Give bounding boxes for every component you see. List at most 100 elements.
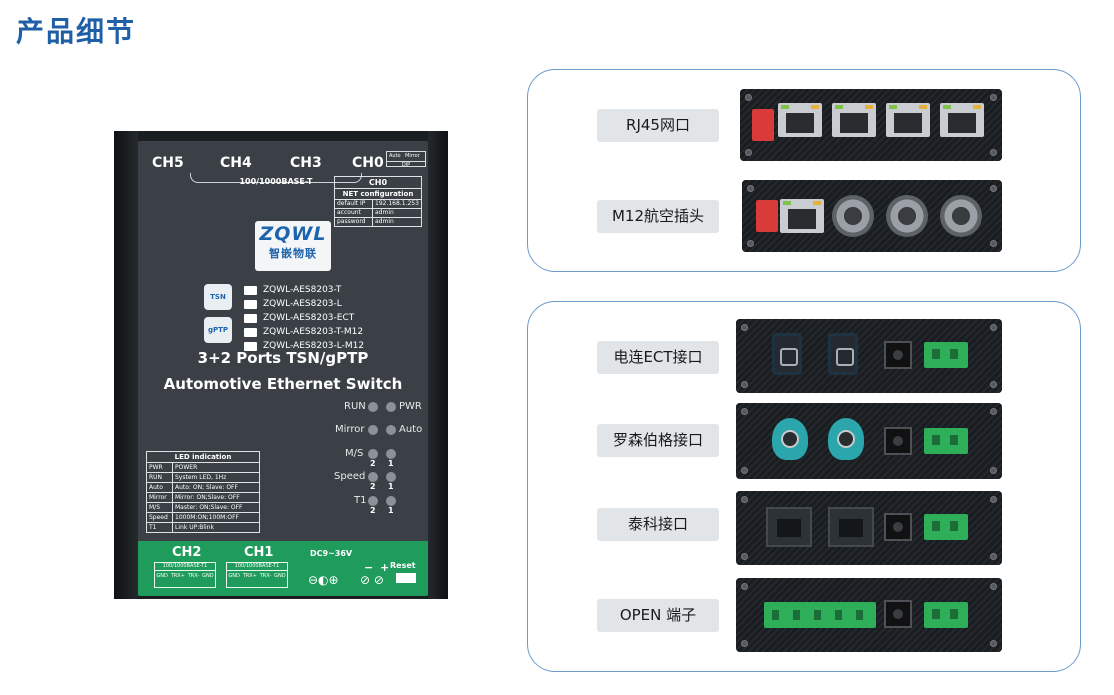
table-cell: Mirror: ON;Slave: OFF [175, 494, 240, 501]
dip-auto-label: Auto [389, 153, 401, 159]
model-name: ZQWL-AES8203-ECT [263, 313, 355, 323]
list-item: ZQWL-AES8203-T [244, 283, 364, 297]
label-rosenberger: 罗森伯格接口 [597, 424, 719, 457]
rj45-jack-icon [940, 103, 984, 137]
label-ect: 电连ECT接口 [597, 341, 719, 374]
led-label-auto: Auto [399, 424, 423, 435]
label-te: 泰科接口 [597, 508, 719, 541]
port-label-ch1: CH1 [244, 545, 274, 560]
fakra-connector-icon [828, 418, 864, 460]
pin-label: GND [274, 573, 286, 579]
table-cell: Auto [147, 483, 173, 492]
model-name: ZQWL-AES8203-L-M12 [263, 341, 365, 351]
led-ms1-icon [386, 449, 396, 459]
table-cell: default IP [335, 200, 373, 208]
table-cell: Link UP:Blink [175, 524, 214, 531]
screw-icon [990, 185, 997, 192]
ect-connector-icon [828, 333, 858, 375]
table-cell: account [335, 209, 373, 217]
te-connector-icon [828, 507, 874, 547]
screw-icon [741, 640, 748, 647]
table-cell: System LED, 1Hz [175, 474, 227, 481]
te-connector-icon [766, 507, 812, 547]
checkbox-icon [244, 327, 257, 337]
terminal-block-icon [924, 602, 968, 628]
screw-icon [741, 553, 748, 560]
list-item: ZQWL-AES8203-L [244, 297, 364, 311]
led-num-1: 1 [388, 482, 394, 491]
pin-label: TRX+ [170, 573, 185, 579]
screw-icon [741, 408, 748, 415]
model-list: ZQWL-AES8203-T ZQWL-AES8203-L ZQWL-AES82… [244, 283, 364, 353]
led-label-ms: M/S [345, 448, 364, 459]
table-cell: Master: ON;Slave: OFF [175, 504, 243, 511]
pin-label: TRX- [187, 573, 200, 579]
table-cell: POWER [175, 464, 198, 471]
table-cell: PWR [147, 463, 173, 472]
open-terminal-icon [764, 602, 876, 628]
panel-network-connectors: RJ45网口 M12航空插头 [527, 69, 1081, 272]
reset-label: Reset [390, 561, 416, 570]
dc-voltage-label: DC9~36V [310, 549, 353, 558]
terminal-block-icon [924, 342, 968, 368]
dip-switch-icon [752, 109, 774, 141]
screw-icon [990, 640, 997, 647]
screw-icon [990, 467, 997, 474]
pin-label: GND [228, 573, 240, 579]
screw-icon [741, 467, 748, 474]
screw-icon [741, 583, 748, 590]
t1-label: 100/1000BASE-T1 [155, 563, 215, 571]
table-cell: RUN [147, 473, 173, 482]
table-cell: 192.168.1.253 [375, 200, 419, 207]
rosenberger-port-photo [736, 403, 1002, 479]
dip-box: Auto Mirror DIP [386, 151, 426, 168]
device-photo: CH5 CH4 CH3 CH0 100/1000BASE-T Auto Mirr… [114, 131, 448, 599]
dc-jack-icon [884, 600, 912, 628]
page-title: 产品细节 [16, 15, 137, 48]
pin-label: GND [156, 573, 168, 579]
screw-icon [990, 94, 997, 101]
dc-jack-icon [884, 341, 912, 369]
ect-connector-icon [772, 333, 802, 375]
plus-label: + [380, 561, 390, 574]
model-name: ZQWL-AES8203-T [263, 285, 342, 295]
port-label-ch3: CH3 [290, 155, 322, 171]
screw-icon [745, 149, 752, 156]
terminal-block-icon [924, 428, 968, 454]
terminal-block-icon [924, 514, 968, 540]
list-item: ZQWL-AES8203-T-M12 [244, 325, 364, 339]
led-pwr-icon [386, 402, 396, 412]
checkbox-icon [244, 299, 257, 309]
m12-connector-icon [832, 195, 874, 237]
dip-mirror-label: Mirror [405, 153, 420, 159]
list-item: ZQWL-AES8203-ECT [244, 311, 364, 325]
led-num-1: 1 [388, 459, 394, 468]
screw-terminal-icon: ⊘ ⊘ [360, 573, 384, 587]
led-label-mirror: Mirror [335, 424, 365, 435]
led-label-run: RUN [344, 401, 366, 412]
m12-port-photo [742, 180, 1002, 252]
screw-icon [747, 240, 754, 247]
table-cell: T1 [147, 523, 173, 532]
screw-icon [990, 408, 997, 415]
led-num-2: 2 [370, 506, 376, 515]
pin-label: TRX+ [242, 573, 257, 579]
device-title-line1: 3+2 Ports TSN/gPTP [197, 349, 369, 367]
screw-icon [990, 496, 997, 503]
device-edge-right [428, 131, 448, 599]
checkbox-icon [244, 341, 257, 351]
logo-text-cn: 智嵌物联 [269, 247, 317, 260]
polarity-icon: ⊖◐⊕ [308, 573, 339, 587]
table-cell: admin [375, 218, 394, 225]
dip-label: DIP [387, 161, 425, 168]
model-name: ZQWL-AES8203-L [263, 299, 342, 309]
